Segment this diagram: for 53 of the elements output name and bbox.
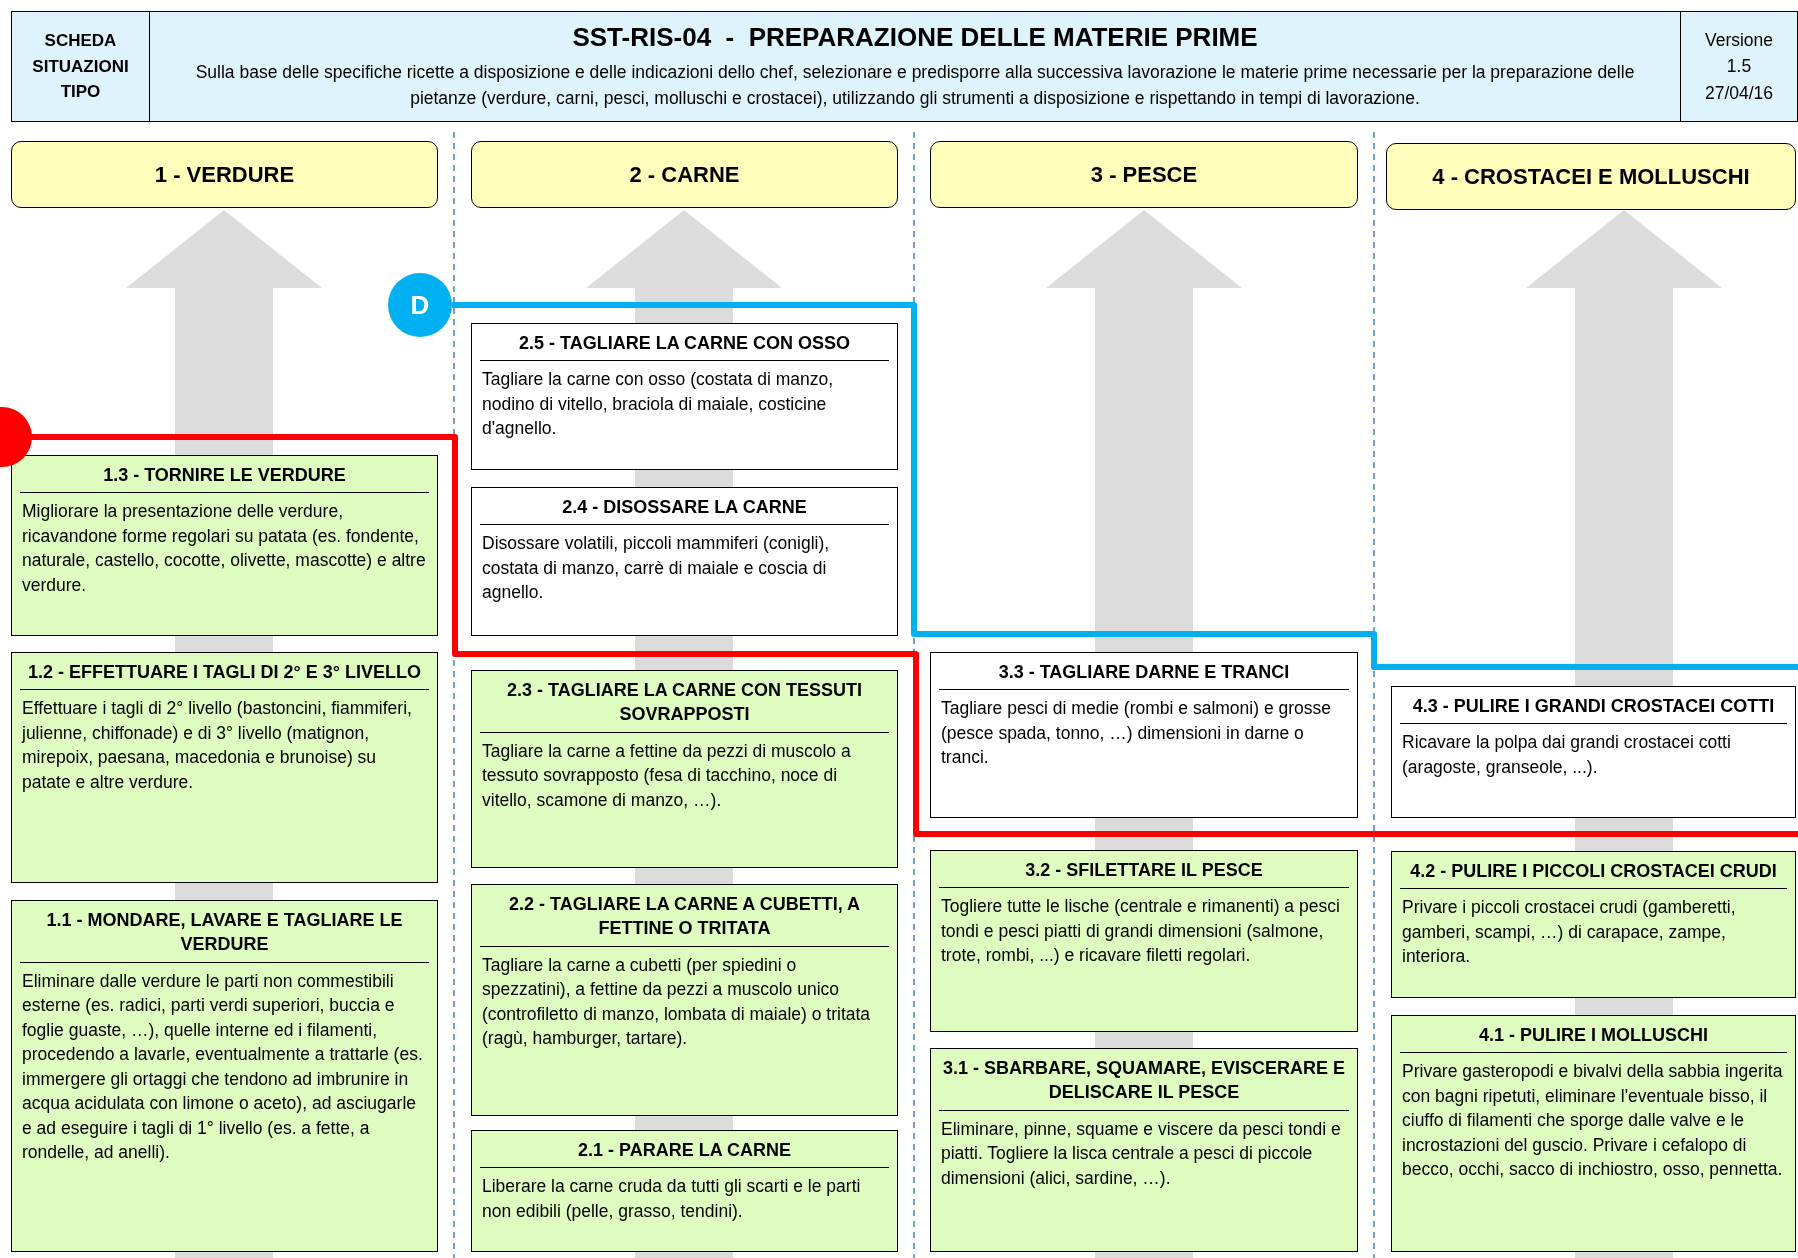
task-description: Privare i piccoli crostacei crudi (gamberetti, gamberi, scampi, …) di carapace, zampe, interiora. bbox=[1401, 896, 1737, 969]
category-header: 3 - PESCE bbox=[930, 141, 1358, 208]
task-card bbox=[11, 455, 438, 636]
task-card bbox=[1391, 851, 1796, 998]
task-heading: 2.2 - TAGLIARE LA CARNE A CUBETTI, A FETTINE O TRITATA bbox=[480, 890, 889, 947]
task-description: Disossare volatili, piccoli mammiferi (conigli), costata di manzo, carrè di maiale e coscia di agnello. bbox=[481, 532, 831, 605]
version-label: Versione bbox=[1704, 29, 1774, 53]
task-heading: 2.5 - TAGLIARE LA CARNE CON OSSO bbox=[480, 329, 889, 362]
task-description: Tagliare la carne con osso (costata di manzo, nodino di vitello, braciola di maiale, costicine d'agnello. bbox=[481, 368, 835, 441]
task-card bbox=[1391, 1015, 1796, 1252]
task-description: Togliere tutte le lische (centrale e rimanenti) a pesci tondi e pesci piatti di grandi dimensioni (salmone, trote, rombi, ...) e ricavare filetti regolari. bbox=[940, 895, 1341, 968]
task-heading: 4.2 - PULIRE I PICCOLI CROSTACEI CRUDI bbox=[1400, 857, 1787, 890]
task-card bbox=[930, 850, 1358, 1032]
task-description: Tagliare la carne a fettine da pezzi di muscolo a tessuto sovrapposto (fesa di tacchino, noce di vitello, scamone di manzo, …). bbox=[481, 739, 852, 812]
task-heading: 4.1 - PULIRE I MOLLUSCHI bbox=[1400, 1021, 1787, 1054]
task-card bbox=[471, 323, 898, 470]
category-header: 1 - VERDURE bbox=[11, 141, 438, 208]
task-heading: 3.3 - TAGLIARE DARNE E TRANCI bbox=[939, 658, 1349, 691]
task-description: Tagliare pesci di medie (rombi e salmoni) e grosse (pesce spada, tonno, …) dimensioni in darne o tranci. bbox=[940, 697, 1333, 770]
task-heading: 1.2 - EFFETTUARE I TAGLI DI 2° E 3° LIVELLO bbox=[20, 658, 429, 691]
form-type-cell: SCHEDA SITUAZIONI TIPO bbox=[11, 11, 150, 122]
task-heading: 2.1 - PARARE LA CARNE bbox=[480, 1136, 889, 1169]
task-heading: 4.3 - PULIRE I GRANDI CROSTACEI COTTI bbox=[1400, 692, 1787, 725]
task-description: Ricavare la polpa dai grandi crostacei cotti (aragoste, granseole, ...). bbox=[1401, 731, 1732, 779]
task-heading: 3.2 - SFILETTARE IL PESCE bbox=[939, 856, 1349, 889]
task-card bbox=[471, 670, 898, 868]
version-date: 27/04/16 bbox=[1704, 81, 1774, 105]
task-card bbox=[930, 652, 1358, 818]
task-heading: 1.1 - MONDARE, LAVARE E TAGLIARE LE VERDURE bbox=[20, 906, 429, 963]
description: Sulla base delle specifiche ricette a disposizione e delle indicazioni dello chef, selezionare e predisporre alla successiva lavorazione le materie prime necessarie per la preparazione delle pietanze (verdure, carni, pesci, molluschi e crostacei), utilizzando gli strumenti a disposizione e rispettando in tempi di lavorazione. bbox=[194, 60, 1636, 110]
task-description: Liberare la carne cruda da tutti gli scarti e le parti non edibili (pelle, grasso, tendini). bbox=[481, 1175, 862, 1223]
task-description: Privare gasteropodi e bivalvi della sabbia ingerita con bagni ripetuti, eliminare l'eventuale bisso, il ciuffo di filamenti che sporge dalle valve e le incrostazioni del guscio. Privare i cefalopo di becco, occhi, sacco di inchiostro, osso, pennetta. bbox=[1401, 1060, 1784, 1182]
task-card bbox=[11, 900, 438, 1252]
category-header: 2 - CARNE bbox=[471, 141, 898, 208]
category-header: 4 - CROSTACEI E MOLLUSCHI bbox=[1386, 143, 1796, 210]
version-number: 1.5 bbox=[1726, 55, 1752, 79]
task-card bbox=[471, 487, 898, 636]
task-description: Eliminare dalle verdure le parti non commestibili esterne (es. radici, parti verdi superiori, buccia e foglie guaste, …), quelle interne ed i filamenti, procedendo a lavarle, eventualmente a trattarle (es. immergere gli ortaggi che tendono ad imbrunire in acqua acidulata con limone o aceto), ad asciugarle e ad eseguire i tagli di 1° livello (es. a fette, a rondelle, ad anelli). bbox=[21, 969, 424, 1165]
task-card bbox=[1391, 686, 1796, 818]
task-heading: 1.3 - TORNIRE LE VERDURE bbox=[20, 461, 429, 494]
task-card bbox=[11, 652, 438, 883]
task-heading: 2.3 - TAGLIARE LA CARNE CON TESSUTI SOVRAPPOSTI bbox=[480, 676, 889, 733]
level-marker: D bbox=[388, 273, 452, 337]
task-description: Tagliare la carne a cubetti (per spiedini o spezzatini), a fettine da pezzi a muscolo unico (controfiletto di manzo, lombata di maiale) o tritata (ragù, hamburger, tartare). bbox=[481, 953, 872, 1051]
task-description: Eliminare, pinne, squame e viscere da pesci tondi e piatti. Togliere la lisca centrale a pesci di piccole dimensioni (alici, sardine, …). bbox=[940, 1117, 1342, 1190]
task-heading: 3.1 - SBARBARE, SQUAMARE, EVISCERARE E DELISCARE IL PESCE bbox=[939, 1054, 1349, 1111]
task-description: Effettuare i tagli di 2° livello (bastoncini, fiammiferi, julienne, chiffonade) e di 3° livello (matignon, mirepoix, paesana, macedonia e brunoise) su patate e altre verdure. bbox=[20, 697, 413, 794]
title: SST-RIS-04 - PREPARAZIONE DELLE MATERIE PRIME bbox=[572, 21, 1258, 53]
task-heading: 2.4 - DISOSSARE LA CARNE bbox=[480, 493, 889, 526]
task-card bbox=[471, 1130, 898, 1252]
task-card bbox=[930, 1048, 1358, 1252]
task-card bbox=[471, 884, 898, 1116]
task-description: Migliorare la presentazione delle verdure, ricavandone forme regolari su patata (es. fondente, naturale, castello, cocotte, olivette, mascotte) e altre verdure. bbox=[21, 500, 427, 597]
